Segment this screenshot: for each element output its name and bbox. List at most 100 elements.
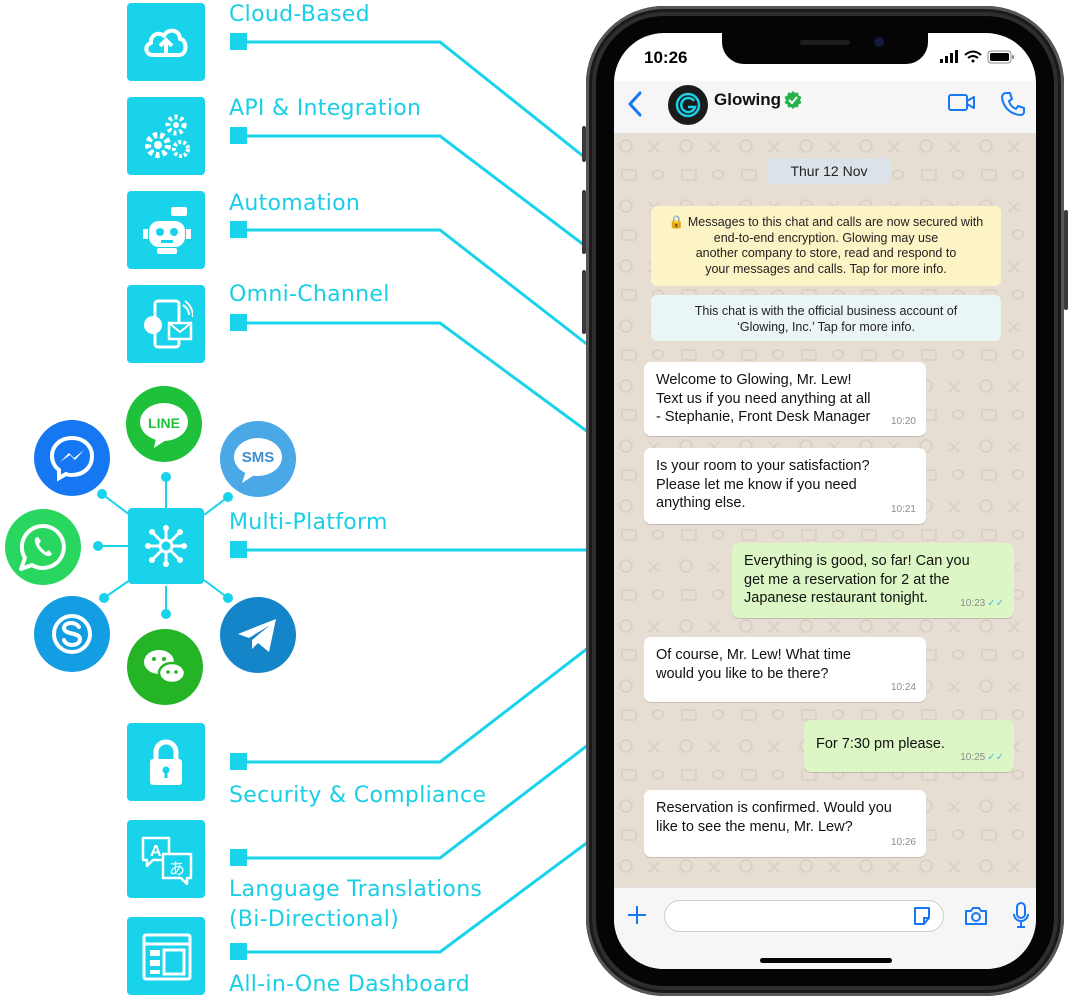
feature-label-multi-platform: Multi-Platform <box>229 510 388 535</box>
encryption-notice-line: your messages and calls. Tap for more in… <box>705 261 947 276</box>
message-time: 10:21 <box>890 503 916 515</box>
home-indicator <box>760 958 892 963</box>
phone-volume-down <box>582 270 586 334</box>
messenger-icon <box>34 420 110 496</box>
feature-label-bi-directional: (Bi-Directional) <box>229 907 400 932</box>
message-line: Text us if you need anything at all <box>656 390 871 407</box>
message-line: get me a reservation for 2 at the <box>744 571 950 588</box>
message-line: Reservation is confirmed. Would you <box>656 800 892 816</box>
business-account-notice[interactable]: This chat is with the official business … <box>651 295 1001 341</box>
status-time: 10:26 <box>644 48 688 67</box>
chat-header: Glowing <box>614 81 1036 134</box>
omni-channel-icon <box>144 299 193 349</box>
status-icons <box>940 50 1016 69</box>
read-receipt-icon: ✓✓ <box>987 597 1004 609</box>
message-bubble-incoming[interactable]: Welcome to Glowing, Mr. Lew! Text us if … <box>644 362 926 436</box>
microphone-icon[interactable] <box>1012 902 1030 930</box>
message-time: 10:25 <box>960 751 986 763</box>
message-line: - Stephanie, Front Desk Manager <box>656 409 871 425</box>
security-tile <box>127 723 205 801</box>
message-line: Is your room to your satisfaction? <box>656 458 870 474</box>
network-hub-icon <box>145 525 187 567</box>
verified-badge-icon <box>784 91 802 109</box>
phone-notch <box>722 33 928 64</box>
contact-name[interactable]: Glowing <box>714 90 782 109</box>
voice-call-icon[interactable] <box>1000 91 1026 117</box>
automation-tile <box>127 191 205 269</box>
message-bubble-incoming[interactable]: Reservation is confirmed. Would you like… <box>644 790 926 857</box>
message-bubble-incoming[interactable]: Of course, Mr. Lew! What time would you … <box>644 637 926 702</box>
message-line: Everything is good, so far! Can you <box>744 553 970 569</box>
message-meta: 10:23✓✓ <box>960 595 1004 614</box>
message-line: Please let me know if you need <box>656 476 857 493</box>
dashboard-icon <box>142 933 192 981</box>
robot-icon <box>143 207 191 254</box>
message-line: Japanese restaurant tonight. <box>744 590 928 606</box>
sticker-icon[interactable] <box>912 906 932 926</box>
feature-label-dashboard: All-in-One Dashboard <box>229 972 470 997</box>
encryption-notice-line: another company to store, read and respo… <box>695 246 957 260</box>
plus-attach-icon[interactable] <box>626 904 648 926</box>
encryption-notice-line: end-to-end encryption. Glowing may use <box>713 230 939 245</box>
message-bubble-outgoing[interactable]: For 7:30 pm please. 10:25✓✓ <box>804 720 1014 772</box>
message-time: 10:23 <box>960 597 986 609</box>
message-line: Welcome to Glowing, Mr. Lew! <box>656 372 852 388</box>
line-icon: LINE <box>126 386 202 462</box>
feature-label-omni-channel: Omni-Channel <box>229 282 390 307</box>
video-call-icon[interactable] <box>948 93 976 113</box>
message-time: 10:26 <box>890 836 916 848</box>
phone-power-button <box>1064 210 1068 310</box>
back-chevron-icon[interactable] <box>626 89 646 119</box>
translate-icon: A あ <box>141 836 193 886</box>
feature-label-language-translations: Language Translations <box>229 877 483 902</box>
omni-channel-tile <box>127 285 205 363</box>
sms-label: SMS <box>241 449 275 466</box>
message-input[interactable] <box>664 900 944 932</box>
chat-area[interactable]: Thur 12 Nov 🔒 Messages to this chat and … <box>614 134 1036 887</box>
phone-volume-up <box>582 190 586 254</box>
telegram-icon <box>220 597 296 673</box>
camera-icon[interactable] <box>964 906 988 926</box>
glowing-logo-icon <box>675 92 701 118</box>
padlock-icon <box>150 739 182 785</box>
message-meta: 10:25✓✓ <box>960 749 1004 768</box>
contact-avatar[interactable] <box>668 85 708 125</box>
encryption-notice[interactable]: 🔒 Messages to this chat and calls are no… <box>651 206 1001 286</box>
language-translations-tile: A あ <box>127 820 205 898</box>
message-input-bar <box>614 887 1036 969</box>
svg-text:あ: あ <box>169 859 185 878</box>
cloud-upload-icon <box>144 28 188 57</box>
sms-icon: SMS <box>220 421 296 497</box>
date-pill: Thur 12 Nov <box>767 158 891 184</box>
feature-label-api-integration: API & Integration <box>229 96 422 121</box>
feature-label-security: Security & Compliance <box>229 783 487 808</box>
phone-screen: 10:26 Glo <box>614 33 1036 969</box>
phone-silent-switch <box>582 126 586 162</box>
whatsapp-icon <box>5 509 81 585</box>
multi-platform-hub-tile <box>128 508 204 584</box>
read-receipt-icon: ✓✓ <box>987 751 1004 763</box>
skype-icon <box>34 596 110 672</box>
wifi-icon <box>964 50 982 63</box>
api-integration-tile <box>127 97 205 175</box>
dashboard-tile <box>127 917 205 995</box>
message-line: like to see the menu, Mr. Lew? <box>656 818 853 835</box>
line-label: LINE <box>148 415 180 431</box>
message-bubble-outgoing[interactable]: Everything is good, so far! Can you get … <box>732 543 1014 618</box>
business-notice-line: This chat is with the official business … <box>694 304 958 318</box>
business-notice-line: ‘Glowing, Inc.’ Tap for more info. <box>737 320 915 334</box>
svg-text:A: A <box>150 843 162 860</box>
cloud-based-tile <box>127 3 205 81</box>
encryption-notice-line: 🔒 Messages to this chat and calls are no… <box>668 215 984 229</box>
message-line: Of course, Mr. Lew! What time <box>656 647 851 663</box>
message-bubble-incoming[interactable]: Is your room to your satisfaction? Pleas… <box>644 448 926 524</box>
message-line: anything else. <box>656 495 746 511</box>
signal-icon <box>940 50 958 63</box>
gears-icon <box>145 114 190 158</box>
message-line: For 7:30 pm please. <box>816 736 945 752</box>
message-time: 10:20 <box>890 415 916 427</box>
wechat-icon <box>127 629 203 705</box>
battery-icon <box>987 50 1014 64</box>
message-line: would you like to be there? <box>656 665 829 682</box>
